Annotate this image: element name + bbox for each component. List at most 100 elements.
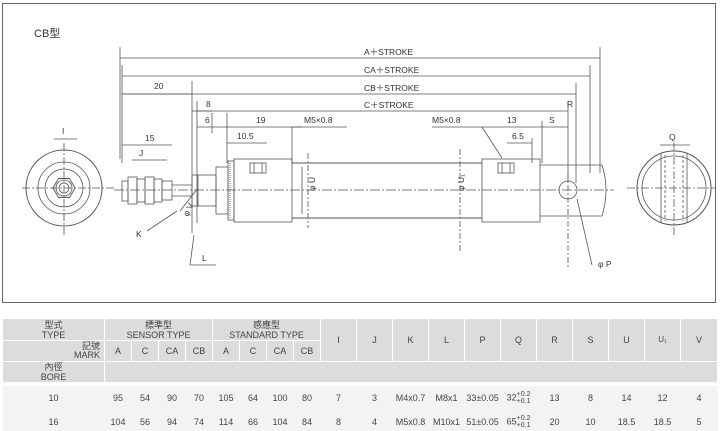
cell-r: 20 <box>536 410 573 431</box>
cell-k: M4x0.7 <box>392 386 429 410</box>
cell-p: 33±0.05 <box>464 386 501 410</box>
mark-header: 記號 MARK <box>73 341 100 360</box>
cell-bore: 16 <box>2 410 105 431</box>
sensor-col-ca: CA <box>158 340 186 362</box>
dim-10-5: 10.5 <box>237 131 254 141</box>
dim-m5-left: M5×0.8 <box>304 115 333 125</box>
mark-bore-header: 記號 MARK <box>2 340 105 362</box>
label-phi-u: φ U <box>307 177 317 191</box>
label-j: J <box>139 148 143 158</box>
dim-19: 19 <box>256 115 266 125</box>
cell-u: 18.5 <box>608 410 645 431</box>
dim-m5-right: M5×0.8 <box>432 115 461 125</box>
drawing-title: CB型 <box>34 26 60 40</box>
header-row-top: 型式 TYPE 標準型 SENSOR TYPE 感應型 STANDARD TYP… <box>2 318 718 362</box>
type-header: 型式 TYPE <box>2 318 105 341</box>
cylinder-side-view <box>114 149 614 267</box>
spec-table-wrap: 型式 TYPE 標準型 SENSOR TYPE 感應型 STANDARD TYP… <box>2 318 718 431</box>
standard-col-c: C <box>239 340 268 362</box>
cell-sensor-cb: 70 <box>185 386 213 410</box>
col-header-v: V <box>680 318 718 362</box>
label-l: L <box>202 253 207 263</box>
standard-col-cb: CB <box>293 340 322 362</box>
label-k: K <box>136 229 142 239</box>
cell-u1: 18.5 <box>644 410 681 431</box>
label-i: I <box>62 126 64 136</box>
dim-a-stroke: A＋STROKE <box>364 47 413 57</box>
cell-p: 51±0.05 <box>464 410 501 431</box>
cell-l: M10x1 <box>428 410 465 431</box>
col-header-j: J <box>356 318 394 362</box>
q-tolerance: +0.2+0.1 <box>516 415 531 429</box>
dimension-labels: A＋STROKE CA＋STROKE CB＋STROKE C＋STROKE 20… <box>62 47 676 269</box>
cell-sensor-cb: 74 <box>185 410 213 431</box>
cell-standard-a: 114 <box>212 410 240 431</box>
cell-v: 4 <box>680 386 718 410</box>
bore-header: 內徑 BORE <box>2 361 105 383</box>
col-header-l: L <box>428 318 466 362</box>
label-phi-v: φ V <box>181 201 196 218</box>
cell-q: 65+0.2+0.1 <box>500 410 537 431</box>
cell-standard-c: 64 <box>239 386 267 410</box>
cell-sensor-c: 54 <box>131 386 159 410</box>
bore-row: 內徑 BORE <box>2 361 718 383</box>
col-header-p: P <box>464 318 502 362</box>
sensor-col-c: C <box>131 340 159 362</box>
dim-cb-stroke: CB＋STROKE <box>364 83 420 93</box>
left-end-view <box>22 143 114 235</box>
sensor-col-a: A <box>104 340 132 362</box>
standard-col-a: A <box>212 340 241 362</box>
sensor-type-header: 標準型 SENSOR TYPE <box>103 318 214 341</box>
table-row: 10 95 54 90 70 105 64 100 80 7 3 M4x0.7 … <box>2 386 718 410</box>
col-header-q: Q <box>500 318 538 362</box>
cell-s: 10 <box>572 410 609 431</box>
table-row: 16 104 56 94 74 114 66 104 84 8 4 M5x0.8… <box>2 410 718 431</box>
cell-standard-cb: 80 <box>293 386 321 410</box>
dim-13: 13 <box>507 115 517 125</box>
cell-sensor-a: 95 <box>104 386 132 410</box>
label-phi-p: φ P <box>598 259 612 269</box>
dim-ca-stroke: CA＋STROKE <box>364 65 420 75</box>
q-tolerance: +0.2+0.1 <box>516 391 531 405</box>
label-s: S <box>549 115 555 125</box>
dim-15: 15 <box>145 133 155 143</box>
cell-v: 5 <box>680 410 718 431</box>
drawing-frame <box>2 3 716 303</box>
cell-standard-a: 105 <box>212 386 240 410</box>
cell-s: 8 <box>572 386 609 410</box>
dim-20: 20 <box>154 81 164 91</box>
cell-standard-c: 66 <box>239 410 267 431</box>
standard-type-header: 感應型 STANDARD TYPE <box>212 318 322 341</box>
col-header-r: R <box>536 318 574 362</box>
sensor-col-cb: CB <box>184 340 214 362</box>
cell-u1: 12 <box>644 386 681 410</box>
col-header-s: S <box>572 318 610 362</box>
col-header-i: I <box>320 318 358 362</box>
cell-j: 3 <box>356 386 393 410</box>
cell-standard-ca: 100 <box>266 386 294 410</box>
cell-u: 14 <box>608 386 645 410</box>
col-header-u1: U₁ <box>644 318 682 362</box>
cell-r: 13 <box>536 386 573 410</box>
cell-standard-ca: 104 <box>266 410 294 431</box>
dimension-lines <box>54 47 690 233</box>
spec-table: 型式 TYPE 標準型 SENSOR TYPE 感應型 STANDARD TYP… <box>2 318 718 431</box>
cell-i: 7 <box>320 386 357 410</box>
cell-i: 8 <box>320 410 357 431</box>
col-header-k: K <box>392 318 430 362</box>
header-row-bottom: 記號 MARK A C CA CB A C CA CB <box>2 340 718 362</box>
right-end-view <box>627 143 716 235</box>
cell-q: 32+0.2+0.1 <box>500 386 537 410</box>
dim-6-5: 6.5 <box>512 131 524 141</box>
cell-j: 4 <box>356 410 393 431</box>
standard-col-ca: CA <box>266 340 295 362</box>
dim-c-stroke: C＋STROKE <box>364 100 414 110</box>
cell-sensor-ca: 94 <box>158 410 186 431</box>
cell-standard-cb: 84 <box>293 410 321 431</box>
label-r: R <box>567 99 573 109</box>
technical-drawing: CB型 <box>2 3 716 303</box>
cell-sensor-ca: 90 <box>158 386 186 410</box>
dim-6: 6 <box>205 115 210 125</box>
cell-l: M8x1 <box>428 386 465 410</box>
leader-lines <box>146 187 593 266</box>
